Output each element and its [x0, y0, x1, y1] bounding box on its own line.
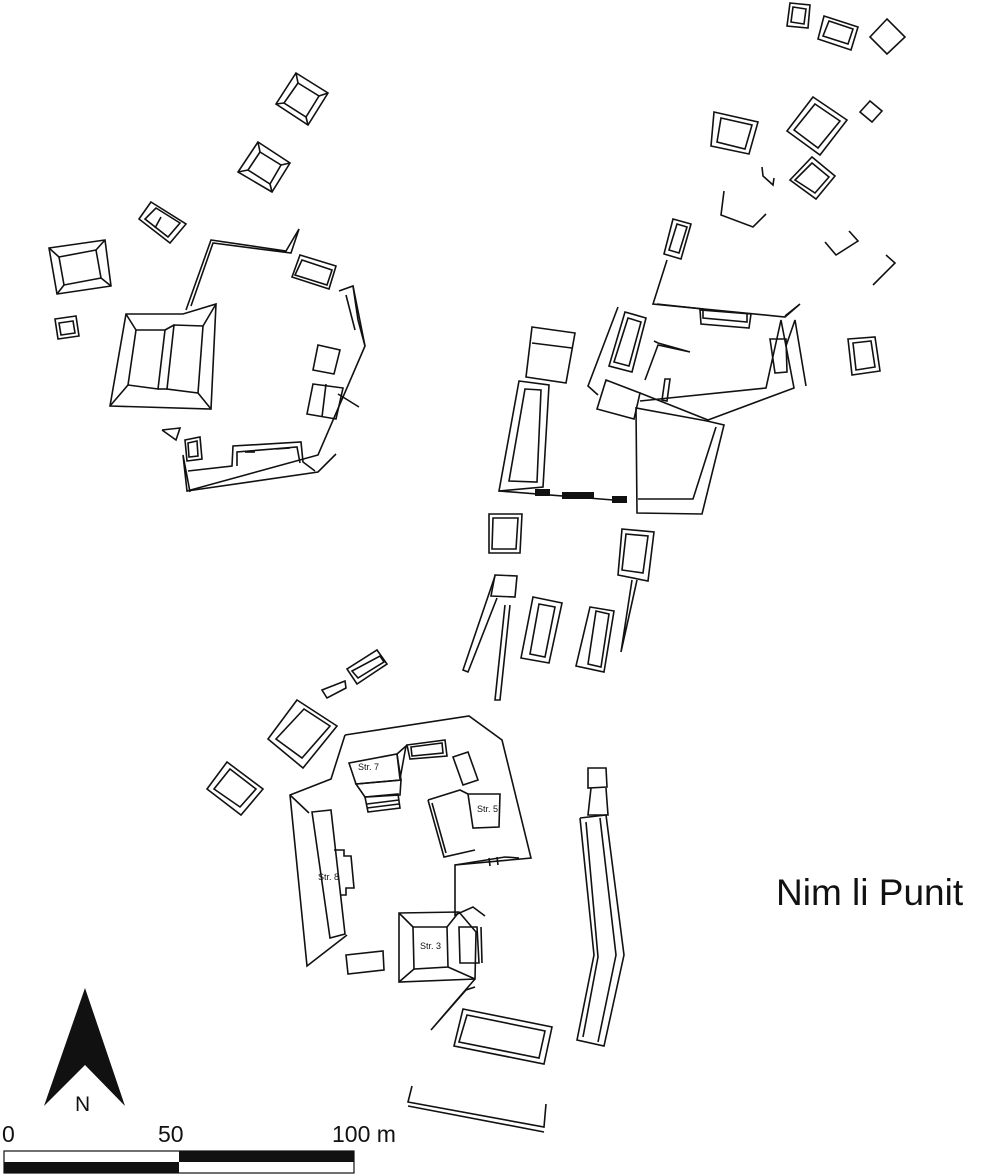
central-causeway [461, 513, 655, 701]
structure-label-str5: Str. 5 [477, 804, 499, 814]
scale-bar [3, 1150, 355, 1174]
north-arrow-icon [44, 988, 125, 1106]
north-label: N [75, 1093, 91, 1116]
mound-nw-1 [274, 71, 330, 127]
structure-label-str7: Str. 7 [358, 762, 380, 772]
mound-nw-3 [137, 200, 188, 245]
mound-nw-5 [54, 315, 80, 340]
structure-label-str8: Str. 8 [318, 872, 340, 882]
scale-tick-0: 0 [2, 1121, 15, 1147]
mound-nw-2 [236, 140, 292, 194]
northeast-group [498, 2, 907, 515]
south-group [205, 648, 625, 1133]
northwest-group [48, 71, 366, 493]
scale-tick-50: 50 [158, 1121, 184, 1147]
mound-nw-6 [290, 254, 337, 291]
structure-label-str3: Str. 3 [420, 941, 442, 951]
pyramid-nw-main [109, 302, 217, 410]
mound-nw-4 [48, 239, 112, 295]
scale-tick-100: 100 m [332, 1121, 396, 1147]
site-title: Nim li Punit [776, 872, 964, 913]
